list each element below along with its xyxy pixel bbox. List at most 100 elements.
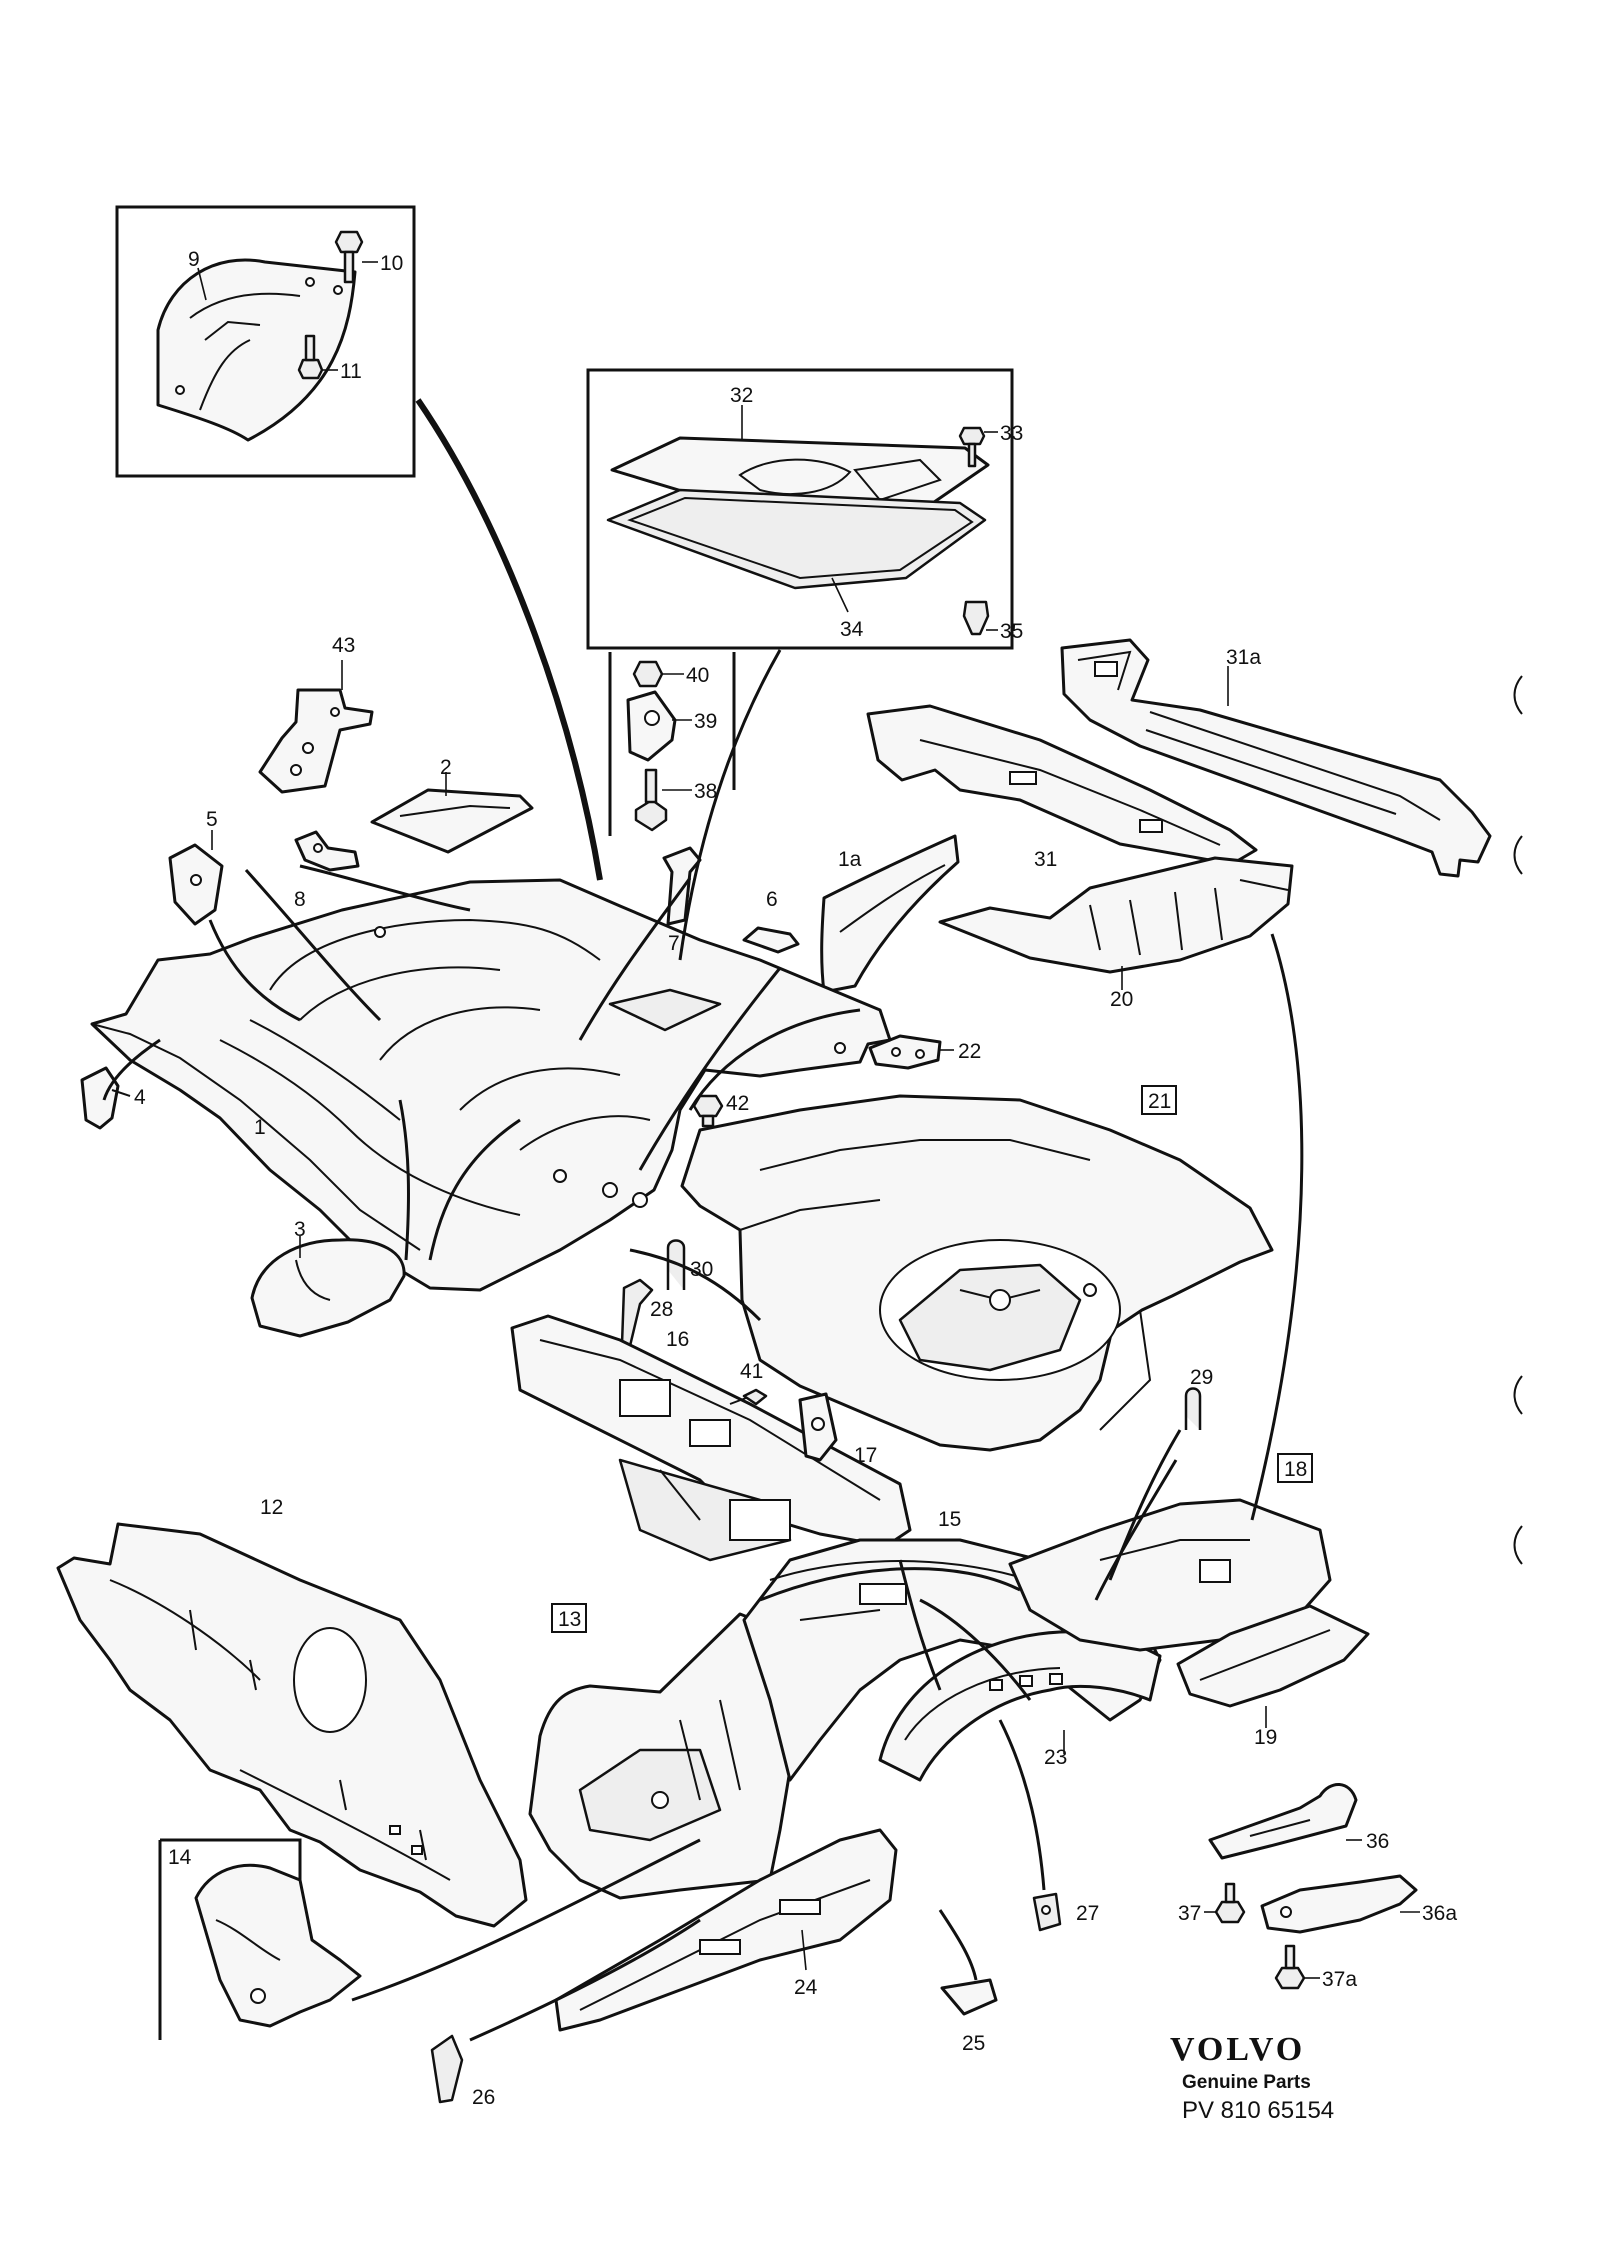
brand-block: VOLVO Genuine Parts PV 810 65154 xyxy=(1170,2031,1334,2124)
callout-14: 14 xyxy=(168,1846,192,1869)
part-31a-rail xyxy=(1060,638,1492,878)
part-5-bracket xyxy=(168,830,224,926)
callout-10: 10 xyxy=(380,252,403,275)
brand-subtitle: Genuine Parts xyxy=(1182,2072,1311,2093)
callout-labels: 9 10 11 32 33 34 35 40 39 38 43 2 5 8 7 … xyxy=(134,248,1457,2109)
part-6-clip xyxy=(742,926,800,954)
callout-42: 42 xyxy=(726,1092,749,1115)
part-4-bracket xyxy=(80,1066,131,1130)
callout-3: 3 xyxy=(294,1218,306,1241)
callout-18: 18 xyxy=(1284,1458,1307,1481)
callout-41: 41 xyxy=(740,1360,763,1383)
callout-35: 35 xyxy=(1000,620,1023,643)
part-42-nut xyxy=(692,1094,724,1128)
assembly-arrows xyxy=(102,398,1304,2042)
callout-33: 33 xyxy=(1000,422,1023,445)
part-20-panel xyxy=(938,856,1294,990)
callout-26: 26 xyxy=(472,2086,495,2109)
callout-36: 36 xyxy=(1366,1830,1389,1853)
part-8-bracket xyxy=(294,830,360,872)
callout-18-box xyxy=(1277,1453,1313,1483)
callout-39: 39 xyxy=(694,710,717,733)
part-37-bolt xyxy=(1204,1882,1246,1924)
callout-13: 13 xyxy=(558,1608,581,1631)
part-24-sill xyxy=(554,1828,898,2032)
part-29-clip xyxy=(1184,1387,1202,1430)
callout-34: 34 xyxy=(840,618,864,641)
callout-22: 22 xyxy=(958,1040,981,1063)
inset-box-9-10-11 xyxy=(115,205,416,478)
part-27-clip xyxy=(1032,1892,1062,1932)
callout-1a: 1a xyxy=(838,848,862,871)
bolt-10-icon xyxy=(334,230,364,284)
part-3-bracket xyxy=(250,1236,406,1338)
part-code: PV 810 65154 xyxy=(1182,2097,1334,2124)
part-21-wheel-well xyxy=(680,1094,1274,1452)
callout-23: 23 xyxy=(1044,1746,1067,1769)
callout-29: 29 xyxy=(1190,1366,1213,1389)
fastener-33-icon xyxy=(958,426,986,468)
fastener-35-icon xyxy=(962,600,990,636)
part-19-panel xyxy=(1176,1604,1370,1728)
callout-31: 31 xyxy=(1034,848,1057,871)
part-43-bracket xyxy=(258,660,374,794)
part-14-inset xyxy=(158,1838,362,2040)
part-26-bracket xyxy=(430,2034,464,2104)
part-16-rear-panel xyxy=(510,1314,912,1562)
callout-4: 4 xyxy=(134,1086,146,1109)
inset-38-40 xyxy=(608,652,736,836)
part-31-crossmember xyxy=(866,704,1258,866)
part-28-clip xyxy=(620,1278,654,1348)
callout-11: 11 xyxy=(340,360,362,383)
callout-2: 2 xyxy=(440,756,452,779)
volvo-logo: VOLVO xyxy=(1170,2031,1305,2068)
inset-box-32-35 xyxy=(586,368,1014,650)
callout-40: 40 xyxy=(686,664,709,687)
callout-8: 8 xyxy=(294,888,306,911)
callout-17: 17 xyxy=(854,1444,877,1467)
callout-21: 21 xyxy=(1148,1090,1171,1113)
callout-16: 16 xyxy=(666,1328,689,1351)
part-1a-panel xyxy=(820,834,960,994)
callout-28: 28 xyxy=(650,1298,673,1321)
callout-43: 43 xyxy=(332,634,355,657)
callout-30: 30 xyxy=(690,1258,713,1281)
callout-25: 25 xyxy=(962,2032,985,2055)
callout-32: 32 xyxy=(730,384,753,407)
part-22-plate xyxy=(868,1034,954,1070)
callout-37a: 37a xyxy=(1322,1968,1357,1991)
part-23-inner-arch xyxy=(878,1630,1162,1782)
callout-13-box xyxy=(551,1603,587,1633)
callout-9: 9 xyxy=(188,248,200,271)
callout-1: 1 xyxy=(254,1116,266,1139)
callout-37: 37 xyxy=(1178,1902,1201,1925)
callout-15: 15 xyxy=(938,1508,961,1531)
part-2-panel xyxy=(370,772,534,854)
callout-21-box xyxy=(1141,1085,1177,1115)
callout-7: 7 xyxy=(668,932,680,955)
part-12-side-panel xyxy=(56,1522,528,1928)
part-36-bracket xyxy=(1208,1783,1362,1860)
callout-24: 24 xyxy=(794,1976,818,1999)
part-1-floor-pan xyxy=(90,878,892,1292)
part-41-screw xyxy=(729,1388,768,1406)
edge-marks xyxy=(1513,675,1523,1565)
part-13-panel xyxy=(528,1612,798,1900)
part-36a-bracket xyxy=(1260,1874,1420,1934)
part-25-plate xyxy=(940,1978,998,2016)
callout-36a: 36a xyxy=(1422,1902,1457,1925)
part-7-bracket xyxy=(662,846,702,926)
callout-12: 12 xyxy=(260,1496,283,1519)
part-30-clip xyxy=(666,1239,686,1290)
callout-31a: 31a xyxy=(1226,646,1261,669)
callout-20: 20 xyxy=(1110,988,1133,1011)
callout-6: 6 xyxy=(766,888,778,911)
callout-27: 27 xyxy=(1076,1902,1099,1925)
part-17-clip xyxy=(798,1392,838,1462)
callout-5: 5 xyxy=(206,808,218,831)
callout-19: 19 xyxy=(1254,1726,1277,1749)
bolt-11-icon xyxy=(297,334,324,380)
part-18-panel xyxy=(1008,1498,1332,1652)
part-37a-bolt xyxy=(1274,1944,1320,1990)
